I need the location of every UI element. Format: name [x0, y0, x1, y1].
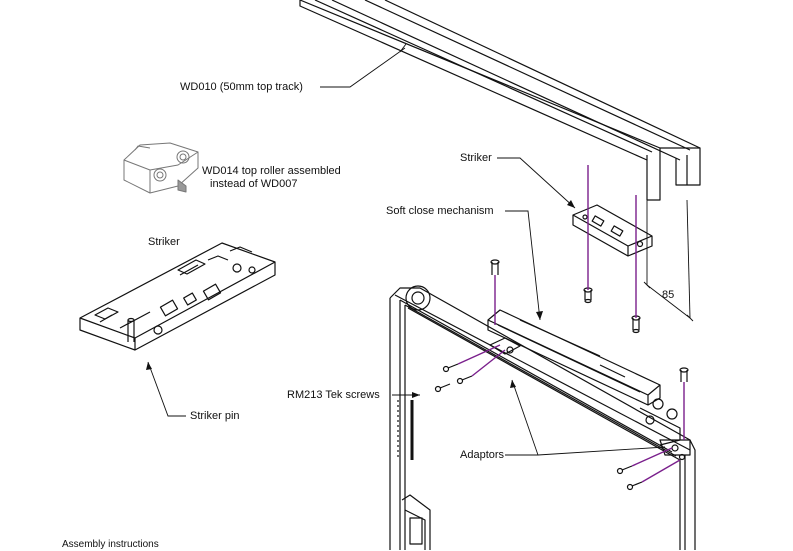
leader-lines [147, 43, 666, 456]
alignment-lines [457, 165, 685, 483]
label-tek-screws: RM213 Tek screws [287, 389, 380, 401]
dimension-85 [643, 199, 694, 322]
door-frame [389, 285, 696, 550]
leader-arrowheads [146, 200, 575, 398]
label-striker-right: Striker [460, 152, 492, 164]
label-roller-line1: WD014 top roller assembled [202, 165, 341, 177]
soft-close-mechanism [487, 309, 691, 461]
label-top-track: WD010 (50mm top track) [180, 81, 303, 93]
label-assembly-instructions: Assembly instructions [62, 539, 159, 550]
tek-screws [434, 259, 689, 491]
label-striker-pin: Striker pin [190, 410, 240, 422]
label-dimension-85: 85 [662, 289, 675, 301]
roller-thumbnail [123, 142, 199, 194]
striker-screws [583, 287, 641, 334]
label-adaptors: Adaptors [460, 449, 505, 461]
label-roller-line2: instead of WD007 [210, 178, 298, 190]
striker-plate-right [572, 204, 653, 257]
striker-plate-left [79, 242, 276, 351]
label-soft-close: Soft close mechanism [386, 205, 494, 217]
label-striker-left: Striker [148, 236, 180, 248]
top-track [299, 0, 701, 201]
